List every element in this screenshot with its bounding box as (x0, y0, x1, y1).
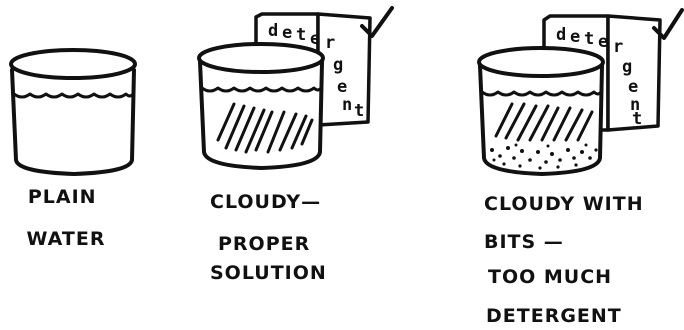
caption-plain-water: PLAIN WATER (27, 186, 106, 250)
jar-plain-water (11, 50, 135, 174)
jar-cloudy-proper (199, 44, 323, 168)
caption-cloudy-with-bits: CLOUDY WITH BITS — TOO MUCH DETERGENT (484, 193, 651, 327)
caption-cloudy-proper: CLOUDY— PROPER SOLUTION (210, 191, 329, 284)
jar-cloudy-with-bits (479, 48, 603, 174)
